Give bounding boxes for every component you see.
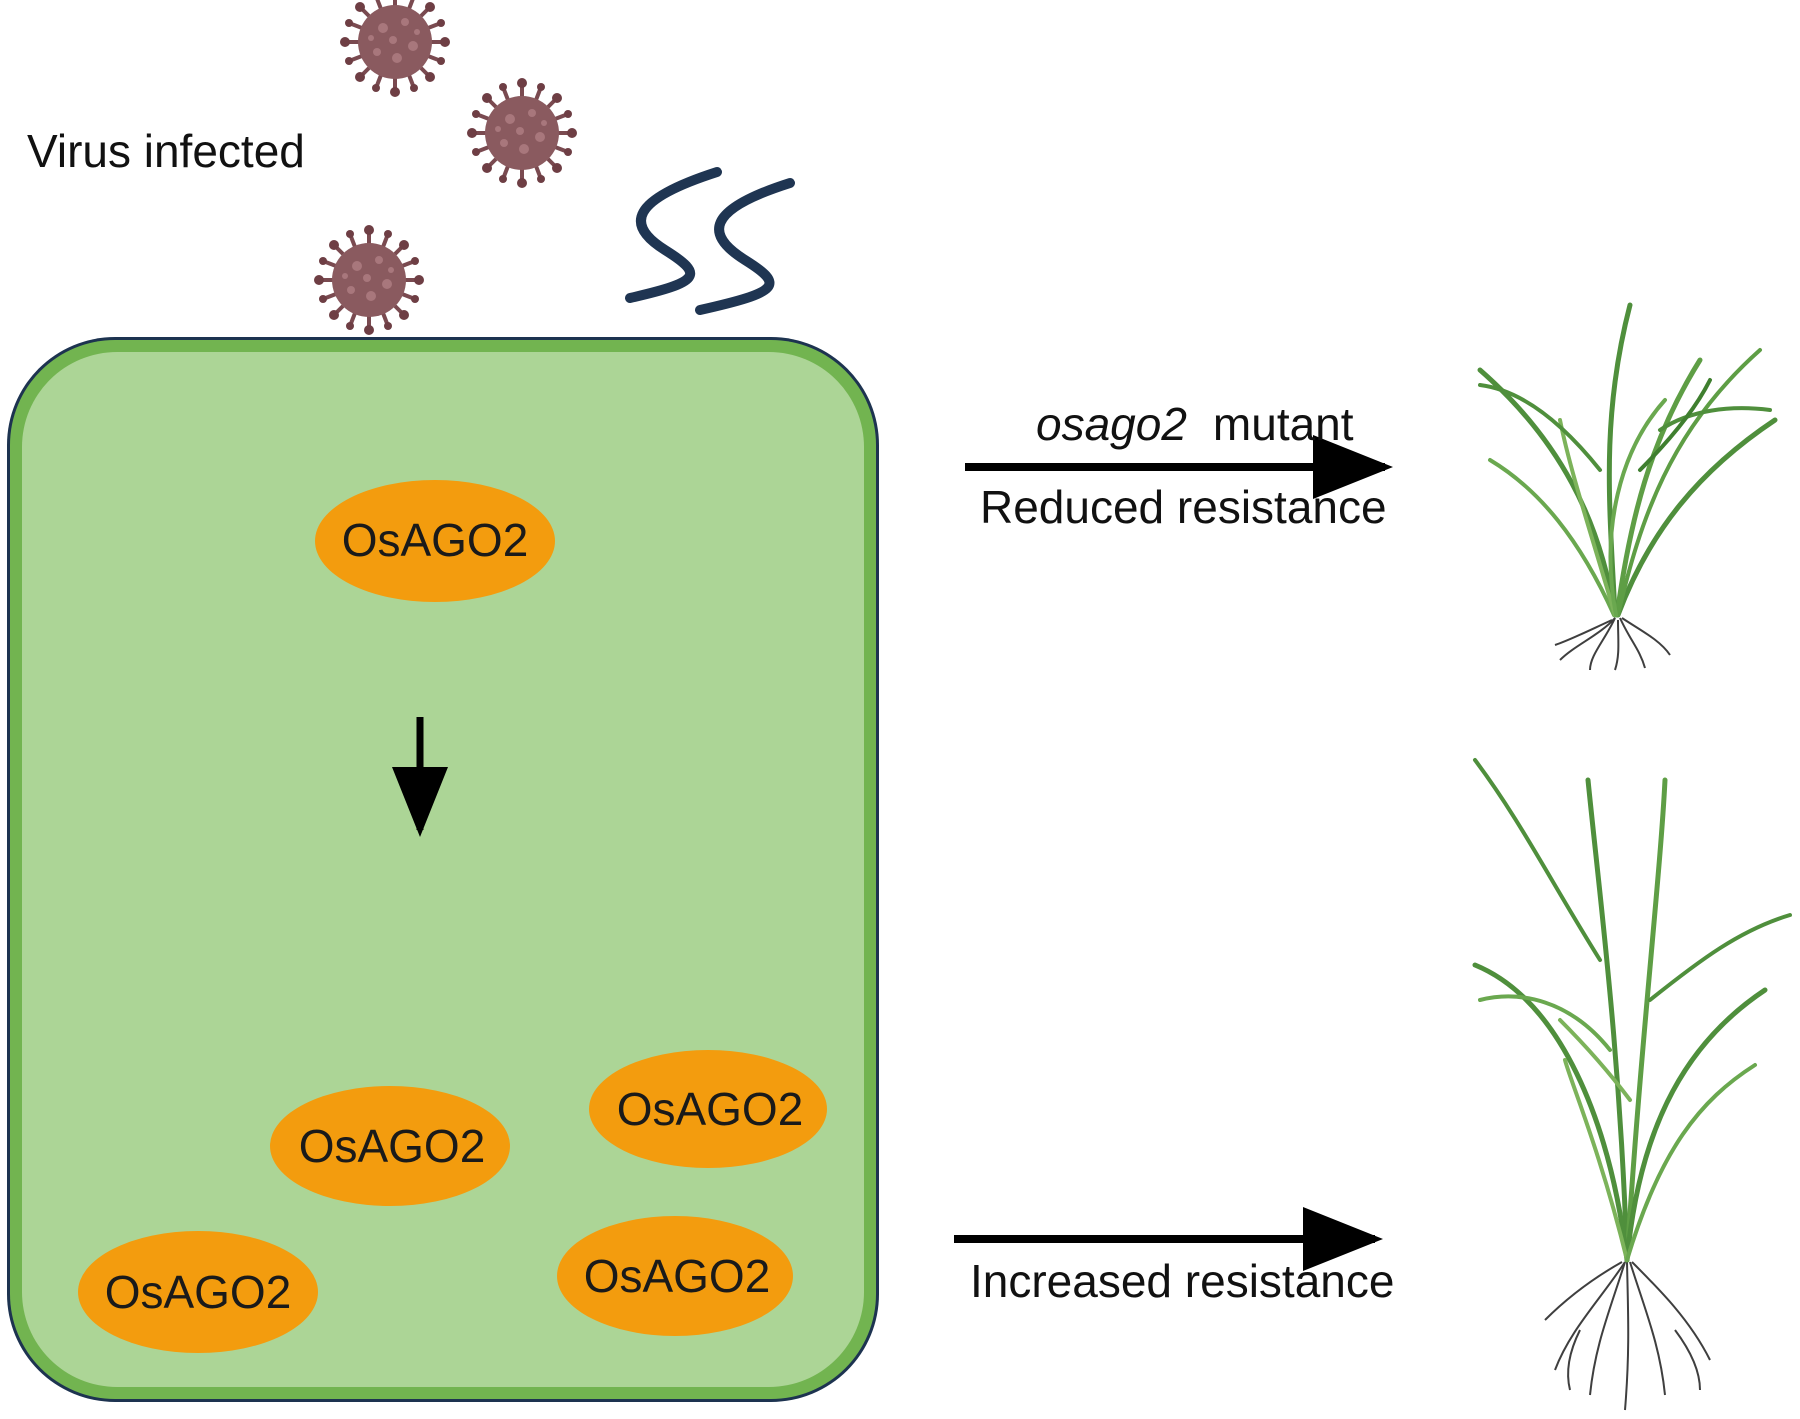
rice-plant-icon <box>1477 302 1778 671</box>
svg-text:OsAGO2: OsAGO2 <box>617 1083 804 1135</box>
osago2-protein: OsAGO2 <box>78 1231 318 1353</box>
virus-particle-icon <box>465 76 579 190</box>
increased-resistance-label: Increased resistance <box>970 1255 1394 1307</box>
svg-text:OsAGO2: OsAGO2 <box>105 1266 292 1318</box>
virus-particle-icon <box>312 223 426 337</box>
svg-text:OsAGO2: OsAGO2 <box>342 514 529 566</box>
osago2-protein: OsAGO2 <box>557 1216 793 1336</box>
svg-text:OsAGO2: OsAGO2 <box>584 1250 771 1302</box>
virus-particle-icon <box>338 0 452 99</box>
osago2-protein: OsAGO2 <box>315 480 555 602</box>
osago2-protein: OsAGO2 <box>270 1086 510 1206</box>
viral-rna-icon <box>625 167 795 315</box>
osago2-protein: OsAGO2 <box>589 1050 827 1168</box>
rice-plant-icon <box>1472 758 1792 1411</box>
reduced-resistance-label: Reduced resistance <box>980 481 1387 533</box>
virus-infected-label: Virus infected <box>27 125 305 177</box>
svg-text:OsAGO2: OsAGO2 <box>299 1120 486 1172</box>
